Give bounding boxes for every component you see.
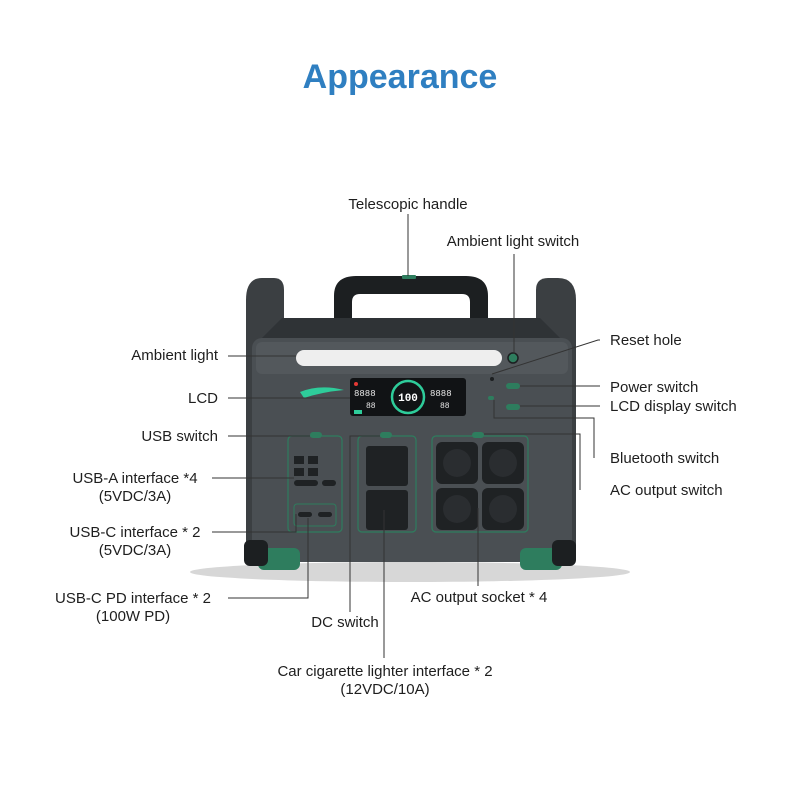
telescopic-handle bbox=[334, 276, 488, 322]
lcd-right-top: 8888 bbox=[430, 389, 452, 399]
label-power-switch: Power switch bbox=[610, 379, 699, 396]
label-telescopic-handle: Telescopic handle bbox=[348, 196, 468, 213]
label-ambient-light: Ambient light bbox=[131, 347, 218, 364]
bluetooth-switch-button bbox=[488, 396, 494, 400]
dc-switch-button bbox=[380, 432, 392, 438]
label-car-lighter-interface: Car cigarette lighter interface * 2 (12V… bbox=[250, 663, 520, 699]
ground-shadow bbox=[190, 562, 630, 582]
brand-logo bbox=[300, 387, 344, 398]
label-lcd: LCD bbox=[187, 390, 218, 407]
usb-c-spec-text: (5VDC/3A) bbox=[98, 542, 172, 559]
label-lcd-display-switch: LCD display switch bbox=[610, 398, 737, 415]
right-foot bbox=[520, 548, 562, 570]
car-lighter-socket-top bbox=[366, 446, 408, 486]
lcd-left-top: 8888 bbox=[354, 389, 376, 399]
usb-c-pd-spec-text: (100W PD) bbox=[95, 608, 171, 625]
label-reset-hole: Reset hole bbox=[610, 332, 682, 349]
label-usb-switch: USB switch bbox=[141, 428, 218, 445]
ambient-light-strip bbox=[296, 350, 502, 366]
ac-output-switch-button bbox=[472, 432, 484, 438]
label-dc-switch: DC switch bbox=[311, 614, 379, 631]
lcd-percent: 100 bbox=[398, 393, 418, 405]
car-lighter-interface-text: Car cigarette lighter interface * 2 bbox=[277, 663, 493, 680]
lcd-left-bottom: 88 bbox=[366, 402, 376, 411]
top-lid bbox=[260, 318, 562, 340]
power-switch-button bbox=[506, 383, 520, 389]
label-usb-c-interface: USB-C interface * 2 (5VDC/3A) bbox=[60, 524, 210, 560]
lcd-display-switch-button bbox=[506, 404, 520, 410]
label-bluetooth-switch: Bluetooth switch bbox=[610, 450, 720, 467]
left-foot bbox=[258, 548, 300, 570]
usb-c-interface-text: USB-C interface * 2 bbox=[69, 524, 201, 541]
label-usb-c-pd-interface: USB-C PD interface * 2 (100W PD) bbox=[40, 590, 226, 626]
usb-c-pd-interface-text: USB-C PD interface * 2 bbox=[55, 590, 211, 607]
usb-switch-button bbox=[310, 432, 322, 438]
reset-hole bbox=[490, 377, 494, 381]
label-ambient-light-switch: Ambient light switch bbox=[446, 233, 580, 250]
usb-a-spec-text: (5VDC/3A) bbox=[98, 488, 172, 505]
lcd-panel bbox=[350, 378, 466, 416]
lcd-ring bbox=[390, 379, 426, 415]
usb-a-interface-text: USB-A interface *4 bbox=[72, 470, 198, 487]
ambient-light-switch-button bbox=[507, 352, 519, 364]
lcd-right-bottom: 88 bbox=[440, 402, 450, 411]
handle-latch bbox=[402, 275, 416, 279]
leader-lines bbox=[212, 214, 600, 658]
car-lighter-spec-text: (12VDC/10A) bbox=[340, 681, 430, 698]
label-ac-output-switch: AC output switch bbox=[610, 482, 723, 499]
label-usb-a-interface: USB-A interface *4 (5VDC/3A) bbox=[60, 470, 210, 506]
page-title: Appearance bbox=[302, 58, 498, 96]
label-ac-output-socket: AC output socket * 4 bbox=[410, 589, 548, 606]
car-lighter-socket-bottom bbox=[366, 490, 408, 530]
